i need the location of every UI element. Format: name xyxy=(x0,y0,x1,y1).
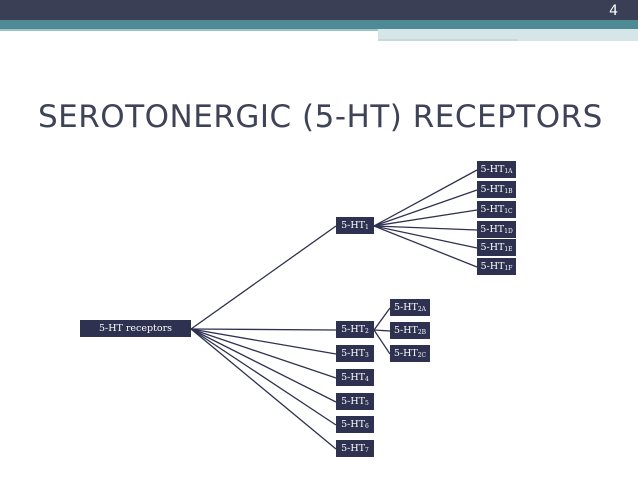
node-ht5: 5-HT5 xyxy=(336,393,374,410)
node-ht1e: 5-HT1E xyxy=(477,239,516,256)
slide-title: SEROTONERGIC (5-HT) RECEPTORS xyxy=(38,99,603,135)
connector-root-ht3 xyxy=(190,328,337,355)
node-ht2b: 5-HT2B xyxy=(390,322,430,339)
node-ht1b: 5-HT1B xyxy=(477,181,516,198)
connector-ht1-1a xyxy=(373,169,478,227)
node-ht4: 5-HT4 xyxy=(336,369,374,386)
node-ht1f: 5-HT1F xyxy=(477,258,516,275)
node-ht2a: 5-HT2A xyxy=(390,299,430,316)
header-bar-light xyxy=(378,29,638,41)
connector-ht1-1d xyxy=(373,225,478,231)
slide-number: 4 xyxy=(609,3,618,19)
connector-root-ht7 xyxy=(190,328,337,450)
node-ht7: 5-HT7 xyxy=(336,440,374,457)
connector-ht2-2a xyxy=(373,307,391,331)
node-ht1c: 5-HT1C xyxy=(477,201,516,218)
connector-root-ht4 xyxy=(190,328,337,379)
header-bar-dark xyxy=(0,0,638,20)
connector-ht1-1c xyxy=(373,209,478,227)
connector-root-ht1 xyxy=(190,225,337,330)
root-label: 5-HT receptors xyxy=(98,323,173,334)
header-bar-thin xyxy=(0,29,378,31)
connector-root-ht6 xyxy=(190,328,337,426)
node-ht2: 5-HT2 xyxy=(336,321,374,338)
connector-ht1-1f xyxy=(373,225,478,268)
node-ht2c: 5-HT2C xyxy=(390,345,430,362)
node-ht3: 5-HT3 xyxy=(336,345,374,362)
connector-ht2-2b xyxy=(373,329,391,332)
header-bar-teal xyxy=(0,20,638,29)
node-ht6: 5-HT6 xyxy=(336,416,374,433)
node-ht1d: 5-HT1D xyxy=(477,221,516,238)
node-ht1a: 5-HT1A xyxy=(477,161,516,178)
header-bar-light-accent xyxy=(378,39,518,41)
connector-root-ht2 xyxy=(190,328,337,331)
connector-ht2-2c xyxy=(373,329,391,355)
connector-ht1-1e xyxy=(373,225,478,249)
connector-root-ht5 xyxy=(190,328,337,403)
connector-ht1-1b xyxy=(373,189,478,227)
node-ht1: 5-HT1 xyxy=(336,217,374,234)
root-node: 5-HT receptors xyxy=(80,320,191,337)
